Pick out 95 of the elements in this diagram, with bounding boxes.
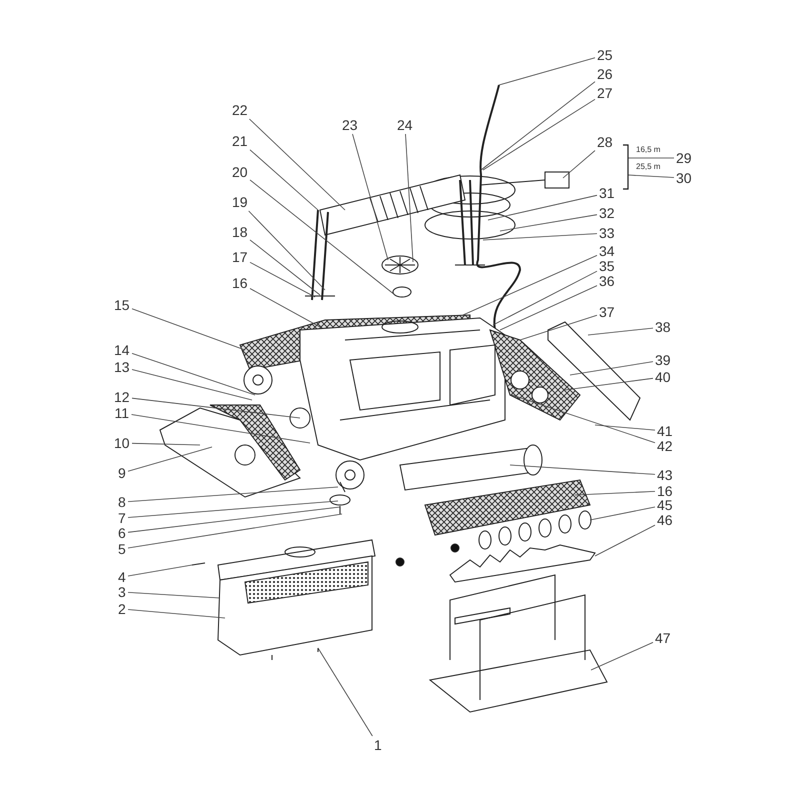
callout-number: 23	[341, 117, 359, 133]
leader-line	[498, 57, 596, 86]
callout-number: 14	[113, 342, 131, 358]
callout-number: 17	[231, 249, 249, 265]
callout-number: 20	[231, 164, 249, 180]
callout-number: 46	[656, 512, 674, 528]
leader-line	[250, 288, 320, 328]
leader-line	[594, 424, 656, 430]
leader-line	[462, 255, 598, 316]
leader-line	[480, 81, 596, 170]
leader-line	[510, 464, 656, 475]
leader-line	[492, 270, 598, 326]
leader-line	[128, 500, 338, 518]
callout-number: 25	[596, 47, 614, 63]
callout-number: 4	[117, 569, 127, 585]
callout-number: 12	[113, 389, 131, 405]
callout-number: 30	[675, 170, 693, 186]
bracket	[623, 144, 629, 190]
callout-number: 37	[598, 304, 616, 320]
leader-line	[318, 648, 373, 736]
callout-number: 28	[596, 134, 614, 150]
leader-line	[132, 369, 252, 400]
callout-number: 47	[654, 630, 672, 646]
callout-number: 1	[373, 737, 383, 753]
leader-line	[482, 98, 596, 170]
callout-number: 15	[113, 297, 131, 313]
callout-number: 24	[396, 117, 414, 133]
leader-line	[249, 118, 346, 210]
leader-line	[352, 134, 388, 260]
leader-line	[248, 210, 326, 290]
callout-number: 39	[654, 352, 672, 368]
callout-number: 43	[656, 467, 674, 483]
callout-number: 42	[656, 438, 674, 454]
leader-line	[512, 394, 656, 444]
leader-line	[564, 378, 654, 390]
leader-line	[594, 524, 656, 556]
callout-number: 3	[117, 584, 127, 600]
callout-number: 21	[231, 133, 249, 149]
callout-number: 18	[231, 224, 249, 240]
leader-line	[128, 446, 212, 472]
leader-line	[128, 486, 338, 502]
leader-line	[588, 328, 654, 336]
leader-line	[405, 134, 414, 262]
leader-line	[131, 414, 310, 444]
leader-line	[500, 285, 598, 330]
leader-line	[250, 149, 318, 210]
leader-line	[250, 180, 396, 296]
callout-number: 36	[598, 273, 616, 289]
callout-number: 19	[231, 194, 249, 210]
callout-number: 13	[113, 359, 131, 375]
callout-number: 16	[231, 275, 249, 291]
leader-line	[128, 514, 342, 548]
length-label: 25,5 m	[636, 162, 660, 170]
leader-line	[132, 442, 200, 446]
leader-line	[590, 506, 656, 520]
callout-number: 33	[598, 225, 616, 241]
length-label: 16,5 m	[636, 144, 660, 154]
callout-number: 22	[231, 102, 249, 118]
callout-number: 29	[675, 150, 693, 166]
callout-number: 5	[117, 541, 127, 557]
callout-number: 11	[114, 405, 130, 421]
leader-line	[128, 564, 192, 576]
callout-number: 2	[117, 601, 127, 617]
leader-line	[570, 361, 654, 376]
callout-number: 31	[598, 185, 616, 201]
leader-line	[128, 506, 340, 533]
callout-number: 34	[598, 243, 616, 259]
leader-line	[132, 353, 256, 396]
leader-line	[250, 240, 320, 296]
callout-number: 32	[598, 205, 616, 221]
callout-number: 41	[656, 423, 674, 439]
leader-line	[128, 592, 220, 598]
callout-number: 9	[117, 465, 127, 481]
callout-number: 45	[656, 497, 674, 513]
leader-line	[488, 194, 598, 220]
leader-line	[250, 262, 316, 298]
callout-number: 40	[654, 369, 672, 385]
leader-line	[590, 642, 654, 670]
callout-number: 8	[117, 494, 127, 510]
leader-line	[482, 233, 598, 240]
leader-line	[128, 609, 226, 618]
callout-number: 6	[117, 525, 127, 541]
callout-number: 27	[596, 85, 614, 101]
callout-number: 26	[596, 66, 614, 82]
leader-line	[562, 150, 596, 178]
callout-number: 7	[117, 510, 127, 526]
callout-number: 38	[654, 319, 672, 335]
leader-line	[520, 314, 598, 340]
callout-number: 35	[598, 258, 616, 274]
leader-line	[132, 398, 300, 418]
leader-line	[628, 174, 674, 178]
leader-line	[574, 491, 656, 496]
leader-line	[500, 214, 598, 232]
leader-line	[132, 308, 246, 350]
callout-number: 10	[113, 435, 131, 451]
